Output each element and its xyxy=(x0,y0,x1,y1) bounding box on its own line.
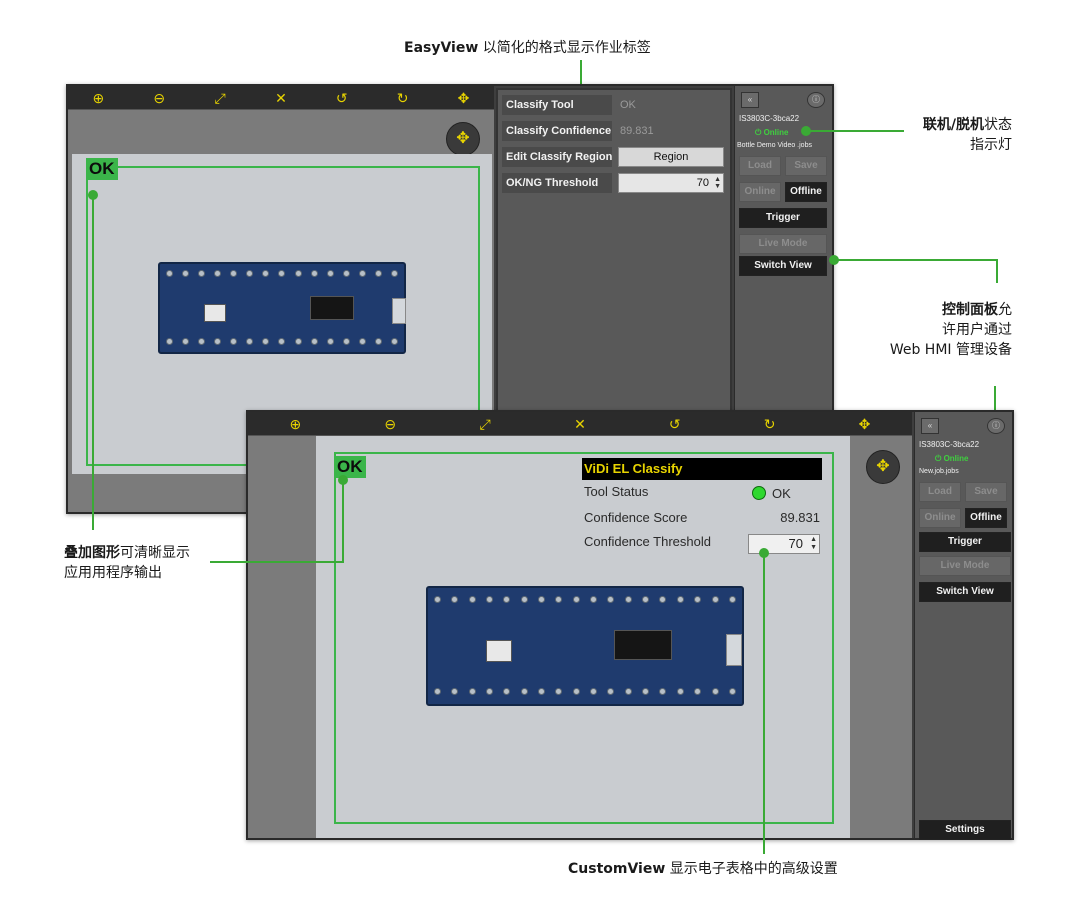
callout-overlay-dot xyxy=(88,190,98,200)
rotate-cw-icon[interactable]: ↻ xyxy=(396,89,409,106)
switch-view-button[interactable]: Switch View xyxy=(919,582,1011,602)
spinner-arrows-icon[interactable]: ▲▼ xyxy=(714,176,721,190)
rotate-ccw-icon[interactable]: ↺ xyxy=(668,415,681,432)
rotate-ccw-icon[interactable]: ↺ xyxy=(335,89,348,106)
zoom-out-icon[interactable]: ⊖ xyxy=(153,89,166,106)
switch-view-button[interactable]: Switch View xyxy=(739,256,827,276)
job-name: Bottle Demo Video .jobs xyxy=(737,142,812,149)
customview-window: ⊕ ⊖ ⤢ ✕ ↺ ↻ ✥ OK ViDi EL Classify Tool S… xyxy=(246,410,1014,840)
zoom-out-icon[interactable]: ⊖ xyxy=(384,415,397,432)
callout-control-line-v xyxy=(996,259,998,283)
prop-row-threshold: OK/NG Threshold 70▲▼ xyxy=(502,172,724,194)
camera-image: OK ViDi EL Classify Tool Status OK Confi… xyxy=(316,436,850,838)
callout-customview: CustomView 显示电子表格中的高级设置 xyxy=(568,861,838,877)
easyview-toolbar: ⊕ ⊖ ⤢ ✕ ↺ ↻ ✥ xyxy=(68,86,494,110)
status-led-icon xyxy=(752,486,766,500)
info-icon[interactable]: ⓘ xyxy=(807,92,825,108)
load-button[interactable]: Load xyxy=(739,156,781,176)
callout-easyview: EasyView 以简化的格式显示作业标签 xyxy=(404,40,651,56)
confidence-threshold-label: Confidence Threshold xyxy=(584,534,711,549)
region-box[interactable] xyxy=(334,452,834,824)
expand-icon[interactable]: ✕ xyxy=(275,89,287,106)
region-button[interactable]: Region xyxy=(618,147,724,167)
callout-control: 控制面板允 许用户通过 Web HMI 管理设备 xyxy=(889,302,1012,358)
power-icon: ⏻ xyxy=(755,128,764,137)
callout-easyview-line xyxy=(580,60,582,102)
ok-overlay-tag: OK xyxy=(334,456,366,478)
save-button[interactable]: Save xyxy=(965,482,1007,502)
callout-control-dot xyxy=(829,255,839,265)
online-button[interactable]: Online xyxy=(919,508,961,528)
settings-button[interactable]: Settings xyxy=(919,820,1011,840)
collapse-icon[interactable]: « xyxy=(741,92,759,108)
device-name: IS3803C-3bca22 xyxy=(739,114,800,123)
callout-online-dot xyxy=(801,126,811,136)
offline-button[interactable]: Offline xyxy=(965,508,1007,528)
power-icon: ⏻ xyxy=(935,454,944,463)
offline-button[interactable]: Offline xyxy=(785,182,827,202)
callout-online-line xyxy=(808,130,904,132)
callout-customview-line xyxy=(763,554,765,854)
spinner-arrows-icon[interactable]: ▲▼ xyxy=(810,536,817,551)
pan-nav-icon[interactable]: ✥ xyxy=(446,122,480,156)
job-name: New.job.jobs xyxy=(919,468,959,475)
pan-icon[interactable]: ✥ xyxy=(858,415,871,432)
circuit-board-image xyxy=(158,262,406,354)
prop-row-classify-tool: Classify Tool OK xyxy=(502,94,636,116)
callout-customview-dot xyxy=(759,548,769,558)
callout-overlay: 叠加图形可清晰显示 应用用程序输出 xyxy=(64,545,190,581)
pan-nav-icon[interactable]: ✥ xyxy=(866,450,900,484)
customview-title: ViDi EL Classify xyxy=(582,458,822,480)
customview-control-panel: « ⓘ IS3803C-3bca22 ⏻ Online New.job.jobs… xyxy=(914,412,1012,840)
callout-control-line-h xyxy=(836,259,998,261)
expand-icon[interactable]: ✕ xyxy=(574,415,586,432)
callout-online: 联机/脱机状态 指示灯 xyxy=(922,117,1012,153)
online-status: ⏻ Online xyxy=(935,454,969,463)
prop-row-classify-confidence: Classify Confidence 89.831 xyxy=(502,120,654,142)
circuit-board-image xyxy=(426,586,744,706)
callout-overlay-line-2h xyxy=(210,561,344,563)
ok-overlay-tag: OK xyxy=(86,158,118,180)
tool-status-label: Tool Status xyxy=(584,484,649,499)
threshold-spinner[interactable]: 70▲▼ xyxy=(618,173,724,193)
zoom-in-icon[interactable]: ⊕ xyxy=(289,415,302,432)
live-mode-button[interactable]: Live Mode xyxy=(919,556,1011,576)
confidence-score-value: 89.831 xyxy=(780,510,820,525)
zoom-in-icon[interactable]: ⊕ xyxy=(92,89,105,106)
online-button[interactable]: Online xyxy=(739,182,781,202)
callout-overlay-line-2v xyxy=(342,482,344,562)
trigger-button[interactable]: Trigger xyxy=(739,208,827,228)
trigger-button[interactable]: Trigger xyxy=(919,532,1011,552)
tool-status-value: OK xyxy=(772,486,791,501)
save-button[interactable]: Save xyxy=(785,156,827,176)
info-icon[interactable]: ⓘ xyxy=(987,418,1005,434)
pan-icon[interactable]: ✥ xyxy=(457,89,470,106)
prop-row-edit-region: Edit Classify Region Region xyxy=(502,146,724,168)
fit-diagonal-icon[interactable]: ⤢ xyxy=(479,415,491,432)
customview-image-viewer[interactable]: OK ViDi EL Classify Tool Status OK Confi… xyxy=(248,436,912,838)
fit-diagonal-icon[interactable]: ⤢ xyxy=(214,89,226,106)
device-name: IS3803C-3bca22 xyxy=(919,440,980,449)
callout-overlay-dot-2 xyxy=(338,475,348,485)
callout-overlay-line xyxy=(92,196,94,530)
live-mode-button[interactable]: Live Mode xyxy=(739,234,827,254)
customview-toolbar: ⊕ ⊖ ⤢ ✕ ↺ ↻ ✥ xyxy=(248,412,912,436)
load-button[interactable]: Load xyxy=(919,482,961,502)
confidence-score-label: Confidence Score xyxy=(584,510,688,525)
online-status: ⏻ Online xyxy=(755,128,789,137)
collapse-icon[interactable]: « xyxy=(921,418,939,434)
rotate-cw-icon[interactable]: ↻ xyxy=(763,415,776,432)
